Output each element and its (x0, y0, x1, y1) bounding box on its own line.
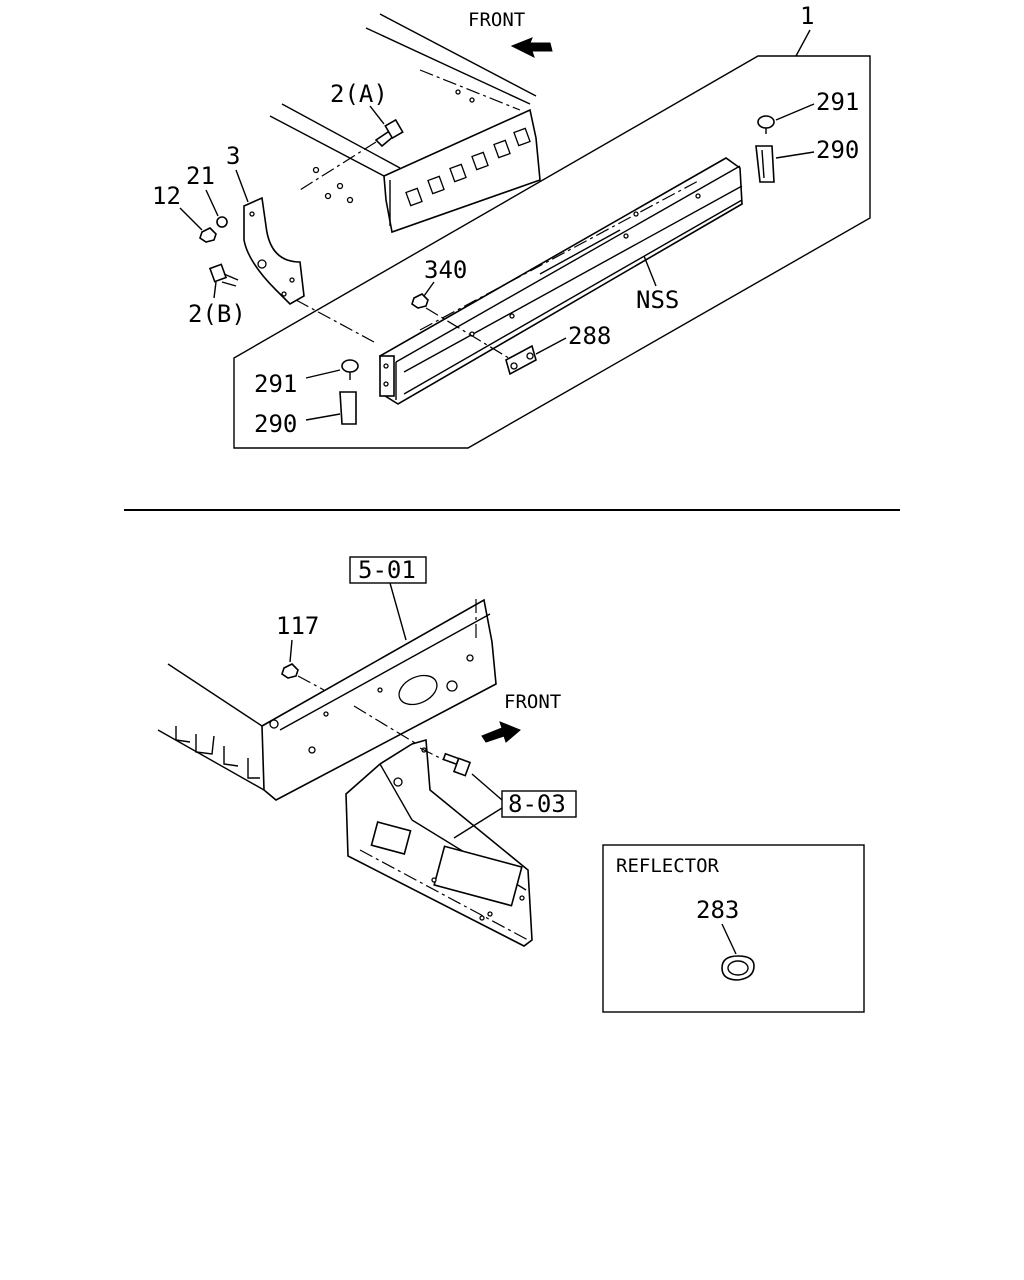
callout-291-right: 291 (816, 88, 859, 116)
bottom-assembly: 5-01 117 FRONT (157, 556, 865, 1013)
bracket-8-03 (345, 738, 533, 947)
ref-box-5-01 (349, 556, 427, 584)
bracket-3 (243, 196, 305, 305)
ref-8-03-label: 8-03 (508, 790, 566, 818)
ref-box-8-03 (501, 790, 577, 818)
bolt-8-03 (419, 747, 472, 777)
bolt-2a (299, 118, 404, 191)
callout-290-left: 290 (254, 410, 297, 438)
callout-283: 283 (696, 896, 739, 924)
reflector-title: REFLECTOR (616, 855, 720, 877)
ref-5-01-label: 5-01 (358, 556, 416, 584)
chassis-frame-upper (269, 13, 541, 234)
callout-1: 1 (800, 2, 814, 30)
insert-290-right (755, 145, 775, 183)
callout-2b: 2(B) (188, 300, 246, 328)
callout-21: 21 (186, 162, 215, 190)
nut-340 (411, 293, 429, 309)
callout-291-left: 291 (254, 370, 297, 398)
washer-21 (216, 216, 228, 228)
insert-290-left (339, 391, 357, 425)
top-assembly: FRONT (152, 2, 871, 449)
callout-12: 12 (152, 182, 181, 210)
reflector-283 (721, 955, 755, 981)
front-arrow-top-icon (510, 37, 553, 58)
bolt-2b (208, 263, 239, 287)
callout-288: 288 (568, 322, 611, 350)
frame-crossmember (157, 598, 497, 801)
callout-290-right: 290 (816, 136, 859, 164)
nut-117 (281, 663, 299, 679)
plate-288 (505, 344, 537, 376)
callout-340: 340 (424, 256, 467, 284)
front-label-top: FRONT (468, 9, 525, 31)
callout-2a: 2(A) (330, 80, 388, 108)
reflector-inset: REFLECTOR 283 (602, 844, 865, 1013)
callout-117: 117 (276, 612, 319, 640)
assembly-boundary (233, 55, 871, 449)
callout-3: 3 (226, 142, 240, 170)
side-guard-rail (379, 157, 743, 405)
callout-nss: NSS (636, 286, 679, 314)
front-label-bottom: FRONT (504, 691, 561, 713)
front-arrow-bottom-icon (481, 721, 521, 743)
cap-291-right (757, 115, 775, 134)
cap-291-left (341, 359, 359, 380)
nut-12 (199, 227, 217, 243)
